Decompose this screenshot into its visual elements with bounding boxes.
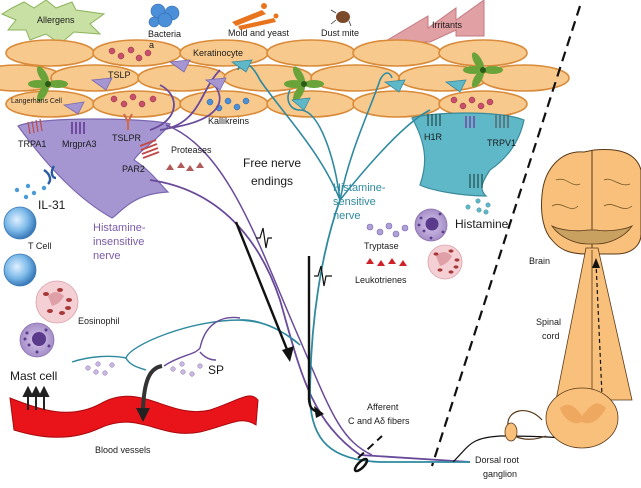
blood-vessels-label: Blood vessels xyxy=(95,445,151,455)
dust-mite-label: Dust mite xyxy=(321,28,359,38)
blood-vessel xyxy=(9,395,259,438)
afferent-label-1: Afferent xyxy=(367,402,399,412)
tslp-label: TSLP xyxy=(108,70,131,80)
eosinophil-center xyxy=(427,244,463,280)
bacteria-icon xyxy=(148,3,180,28)
il31-receptor xyxy=(43,165,57,185)
dust-mite-icon xyxy=(330,9,352,27)
dashed-divider xyxy=(430,5,582,467)
irritants-label: Irritants xyxy=(432,20,463,30)
h1r-label: H1R xyxy=(424,132,443,142)
mrgpra3-label: MrgprA3 xyxy=(62,139,97,149)
par2-receptor xyxy=(139,139,160,159)
bacteria-label-suffix: a xyxy=(149,40,154,50)
sp-label: SP xyxy=(208,363,224,377)
leukotrienes-label: Leukotrienes xyxy=(355,275,407,285)
eosinophil-label: Eosinophil xyxy=(78,316,120,326)
h1r-receptor xyxy=(427,114,441,126)
purple-nerve-terminals xyxy=(62,59,227,115)
teal-nerve-terminals xyxy=(230,59,467,111)
histamine-sensitive-label-3: nerve xyxy=(333,210,361,222)
signal-arrow-right xyxy=(307,256,332,418)
allergens-label: Allergens xyxy=(37,15,75,25)
tryptase-label: Tryptase xyxy=(364,241,399,251)
spinal-cord-label-1: Spinal xyxy=(536,317,561,327)
spinal-cord-label-2: cord xyxy=(542,331,560,341)
mast-cell-center xyxy=(414,208,448,242)
trpa1-label: TRPA1 xyxy=(18,139,46,149)
allergens-star: Allergens xyxy=(0,0,106,45)
il31-label: IL-31 xyxy=(38,198,66,212)
proteases-label: Proteases xyxy=(171,145,212,155)
mast-cell-arrows xyxy=(22,385,50,410)
tslp-granules xyxy=(108,46,494,110)
sp-to-vessel-arrow xyxy=(136,364,163,422)
mrgpra3-receptor xyxy=(71,122,85,134)
t-cell-1 xyxy=(3,206,37,240)
keratinocyte-label: Keratinocyte xyxy=(193,48,243,58)
sp-molecules-left xyxy=(85,361,115,376)
histamine-molecules xyxy=(465,198,491,215)
irritants-bolt: Irritants xyxy=(382,0,485,43)
signal-arrow-left xyxy=(234,221,294,362)
drg-label-1: Dorsal root xyxy=(475,455,520,465)
afferent-label-2: C and Aδ fibers xyxy=(348,416,410,426)
eosinophil-cell xyxy=(35,280,79,324)
sp-molecules-right xyxy=(170,361,203,377)
langerhans-label: Langerhans Cell xyxy=(11,98,62,105)
trpv1-receptor xyxy=(495,115,509,128)
free-nerve-endings-label-1: Free nerve xyxy=(243,156,301,170)
mold-yeast-label: Mold and yeast xyxy=(228,28,290,38)
h1r-receptor-lower xyxy=(469,174,483,188)
tryptase-molecules xyxy=(366,222,409,238)
langerhans-cell-left xyxy=(28,66,68,102)
afferent-pointer xyxy=(357,435,383,459)
histamine-sensitive-label-1: Histamine- xyxy=(333,182,386,194)
protease-molecules xyxy=(166,162,204,171)
keratinocyte-layer xyxy=(0,39,570,118)
histamine-insensitive-label-1: Histamine- xyxy=(93,222,146,234)
histamine-label: Histamine xyxy=(455,217,509,231)
tslpr-receptor xyxy=(123,113,133,130)
trpv1-label: TRPV1 xyxy=(487,138,516,148)
il31-molecules xyxy=(14,183,47,200)
par2-label: PAR2 xyxy=(122,164,145,174)
histamine-insensitive-label-3: nerve xyxy=(93,250,121,262)
spinal-cord-illustration xyxy=(504,247,633,449)
langerhans-cell-center xyxy=(284,66,324,102)
free-nerve-endings-label-2: endings xyxy=(251,174,293,188)
kallikreins-label: Kallikreins xyxy=(208,116,250,126)
histamine-sensitive-label-2: sensitive xyxy=(333,196,376,208)
mold-yeast-icon xyxy=(232,3,279,30)
histamine-insensitive-label-2: insensitive xyxy=(93,236,144,248)
mast-cell-label: Mast cell xyxy=(10,369,57,383)
leukotriene-molecules xyxy=(366,258,407,266)
t-cell-2 xyxy=(3,253,37,287)
tslpr-label: TSLPR xyxy=(112,133,142,143)
fiber-ring-marker xyxy=(353,457,369,473)
t-cell-label: T Cell xyxy=(28,241,51,251)
bacteria-label: Bacteria xyxy=(148,29,181,39)
langerhans-cell-right xyxy=(463,52,503,88)
drg-label-2: ganglion xyxy=(483,469,517,479)
brain-illustration xyxy=(541,149,641,255)
trpa1-receptor xyxy=(27,118,43,135)
mrgpr-receptor-right xyxy=(465,116,475,128)
brain-label: Brain xyxy=(529,256,550,266)
kallikrein-granules xyxy=(206,97,250,112)
mast-cell xyxy=(19,322,55,358)
